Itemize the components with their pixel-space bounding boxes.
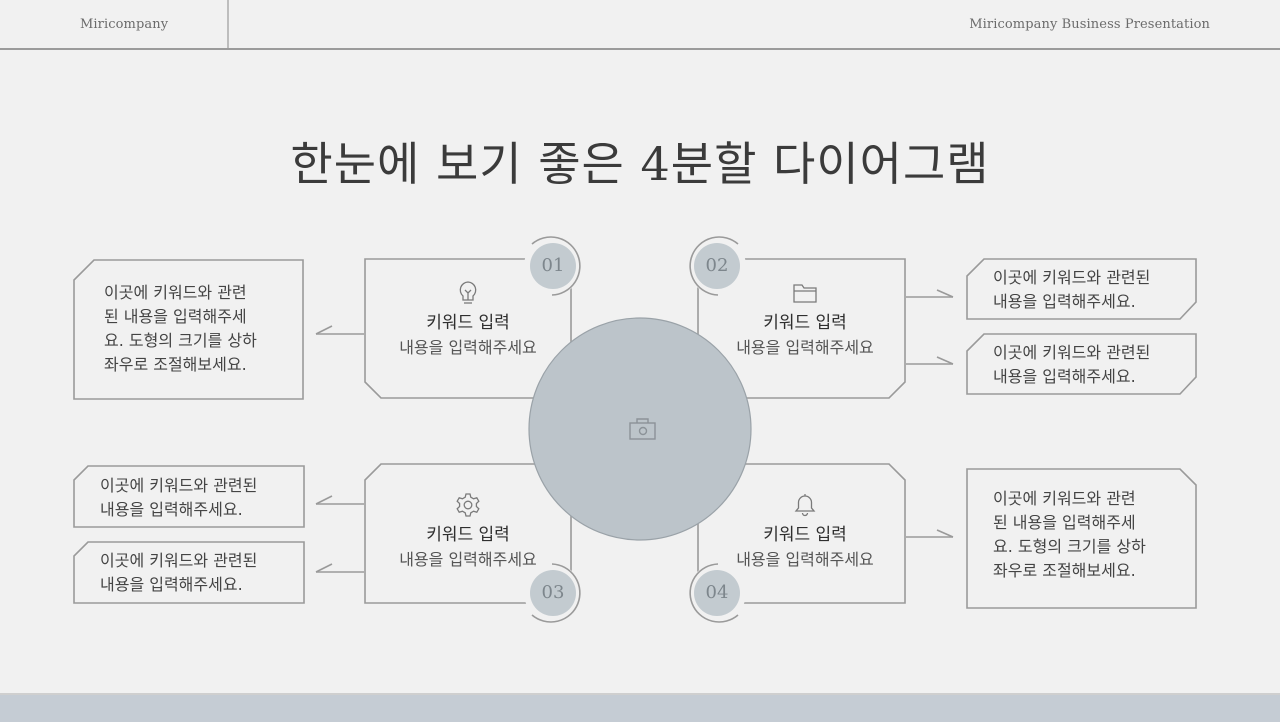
text-line: 이곳에 키워드와 관련 (993, 489, 1136, 508)
footer-bar (0, 693, 1280, 722)
side-text-right-top-2: 이곳에 키워드와 관련된 내용을 입력해주세요. (993, 341, 1150, 389)
text-line: 이곳에 키워드와 관련 (104, 283, 247, 302)
text-line: 좌우로 조절해보세요. (104, 355, 247, 374)
slide-header: Miricompany Miricompany Business Present… (0, 0, 1280, 50)
text-line: 내용을 입력해주세요. (100, 500, 243, 519)
side-box-right-bottom[interactable] (966, 468, 1197, 609)
text-line: 내용을 입력해주세요. (993, 367, 1136, 386)
camera-icon (629, 418, 656, 440)
side-text-left-top: 이곳에 키워드와 관련 된 내용을 입력해주세 요. 도형의 크기를 상하 좌우… (104, 281, 257, 377)
text-line: 이곳에 키워드와 관련된 (100, 551, 258, 570)
card-01-keyword: 키워드 입력 (426, 313, 510, 333)
connector-left-bottom-1 (315, 495, 364, 505)
connector-left-bottom-2 (315, 563, 364, 573)
text-line: 요. 도형의 크기를 상하 (993, 537, 1146, 556)
presentation-title: Miricompany Business Presentation (969, 17, 1210, 32)
card-02-keyword: 키워드 입력 (763, 313, 847, 333)
side-box-right-top-1[interactable] (966, 258, 1197, 320)
text-line: 이곳에 키워드와 관련된 (993, 268, 1151, 287)
text-line: 내용을 입력해주세요. (993, 292, 1136, 311)
bell-icon (794, 494, 816, 517)
side-box-left-top[interactable] (73, 259, 304, 400)
card-01: 키워드 입력 내용을 입력해주세요 (363, 280, 573, 360)
card-01-text: 내용을 입력해주세요 (399, 338, 537, 357)
card-04-keyword: 키워드 입력 (763, 525, 847, 545)
badge-number-03: 03 (541, 582, 565, 603)
badge-number-04: 04 (705, 582, 729, 603)
side-text-left-bottom-1: 이곳에 키워드와 관련된 내용을 입력해주세요. (100, 474, 257, 522)
text-line: 좌우로 조절해보세요. (993, 561, 1136, 580)
card-04-text: 내용을 입력해주세요 (736, 550, 874, 569)
connector-right-top-2 (906, 356, 954, 365)
text-line: 이곳에 키워드와 관련된 (100, 476, 258, 495)
connector-right-bottom (906, 529, 954, 538)
slide-title: 한눈에 보기 좋은 4분할 다이어그램 (290, 137, 990, 191)
brand-name: Miricompany (80, 17, 169, 32)
side-box-left-bottom-1[interactable] (73, 465, 305, 528)
lightbulb-icon (459, 281, 477, 304)
card-03: 키워드 입력 내용을 입력해주세요 (363, 492, 573, 572)
text-line: 내용을 입력해주세요. (100, 575, 243, 594)
text-line: 이곳에 키워드와 관련된 (993, 343, 1151, 362)
connector-left-top (315, 325, 364, 335)
text-line: 된 내용을 입력해주세 (993, 513, 1136, 532)
card-03-keyword: 키워드 입력 (426, 525, 510, 545)
text-line: 요. 도형의 크기를 상하 (104, 331, 257, 350)
gear-icon (456, 493, 480, 517)
card-03-text: 내용을 입력해주세요 (399, 550, 537, 569)
badge-01 (524, 236, 582, 296)
badge-number-02: 02 (705, 255, 729, 276)
side-text-left-bottom-2: 이곳에 키워드와 관련된 내용을 입력해주세요. (100, 549, 257, 597)
side-box-left-bottom-2[interactable] (73, 541, 305, 604)
header-divider (227, 0, 229, 48)
side-box-right-top-2[interactable] (966, 333, 1197, 395)
side-text-right-top-1: 이곳에 키워드와 관련된 내용을 입력해주세요. (993, 266, 1150, 314)
badge-number-01: 01 (541, 255, 565, 276)
badge-03 (524, 563, 582, 623)
connector-right-top-1 (906, 289, 954, 298)
card-02-text: 내용을 입력해주세요 (736, 338, 874, 357)
card-02: 키워드 입력 내용을 입력해주세요 (700, 280, 910, 360)
badge-02 (688, 236, 746, 296)
side-text-right-bottom: 이곳에 키워드와 관련 된 내용을 입력해주세 요. 도형의 크기를 상하 좌우… (993, 487, 1146, 583)
folder-icon (793, 284, 817, 303)
badge-04 (688, 563, 746, 623)
card-04: 키워드 입력 내용을 입력해주세요 (700, 492, 910, 572)
text-line: 된 내용을 입력해주세 (104, 307, 247, 326)
